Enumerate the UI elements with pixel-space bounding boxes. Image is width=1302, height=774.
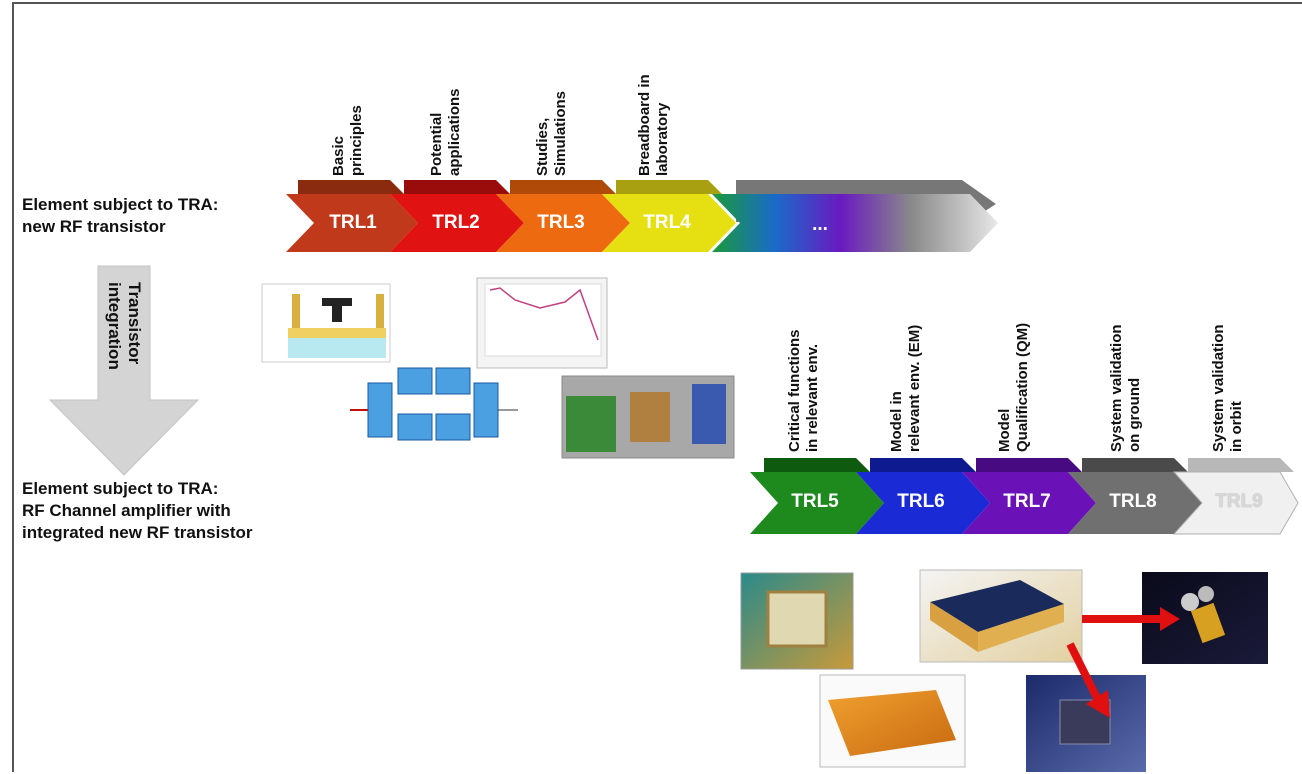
trl1-label: TRL1 [329,212,377,233]
breadboard-photo [561,375,735,459]
caption-line: Potential [428,112,445,176]
ground-validation-photo [1026,675,1146,772]
caption-line: in relevant env. [804,343,821,452]
element-label-amplifier: Element subject to TRA: RF Channel ampli… [22,478,252,544]
caption-line: principles [348,105,365,176]
ellipsis-label: ... [812,214,828,235]
chevron-trl4 [602,180,736,252]
chevron-trl1 [286,180,418,252]
caption-line: System validation [1108,324,1125,452]
chevron-trl9 [1172,458,1299,535]
critical-functions-photo [740,572,854,670]
bottom-chevron-row [750,458,1299,535]
trl3-label: TRL3 [537,212,585,233]
caption-line: Model in [888,391,905,452]
red-arrow-to-ground [1066,642,1110,718]
caption-line: Critical functions [786,329,803,452]
caption-line: Qualification (QM) [1014,322,1031,452]
chevron-trl3 [496,180,630,252]
caption-line: Breadboard in [636,74,653,176]
trl9-caption: System validation in orbit [1210,324,1246,452]
trl2-caption: Potential applications [428,88,464,176]
caption-line: Simulations [552,90,569,176]
trl4-label: TRL4 [643,212,691,233]
caption-line: relevant env. (EM) [906,324,923,452]
trl6-caption: Model in relevant env. (EM) [888,325,924,452]
transistor-cross-section-image [261,283,391,363]
caption-line: Model [996,408,1013,452]
integration-arrow-label: Transistor integration [105,282,150,412]
element-label-line: new RF transistor [22,217,166,236]
chevron-trl7 [962,458,1096,534]
block-diagram-image [350,367,518,441]
trl8-caption: System validation on ground [1108,324,1144,452]
trl1-caption: Basic principles [330,105,366,176]
diagram-frame [12,2,1302,772]
trl2-label: TRL2 [432,212,480,233]
element-label-line: RF Channel amplifier with [22,501,231,520]
integration-label-line: integration [105,282,124,370]
trl7-label: TRL7 [1003,491,1051,512]
caption-line: Studies, [534,117,551,176]
measurement-plot-image [476,277,608,369]
chevron-trl2 [390,180,524,252]
caption-line: applications [446,88,463,176]
qualification-model-photo [919,569,1083,663]
chevron-gradient-ellipsis [712,180,998,252]
chevron-trl6 [856,458,990,534]
caption-line: on ground [1126,377,1143,452]
trl7-caption: Model Qualification (QM) [996,323,1032,452]
element-label-transistor: Element subject to TRA: new RF transisto… [22,194,218,238]
element-label-line: Element subject to TRA: [22,195,219,214]
integration-arrow [48,265,200,476]
caption-line: System validation [1210,324,1227,452]
trl6-label: TRL6 [897,491,945,512]
caption-line: in orbit [1228,401,1245,452]
red-arrow-to-orbit [1082,607,1180,631]
trl9-label: TRL9 [1215,491,1263,512]
trl4-caption: Breadboard in laboratory [636,74,672,176]
caption-line: Basic [330,135,347,176]
trl5-label: TRL5 [791,491,839,512]
element-label-line: integrated new RF transistor [22,523,253,542]
element-label-line: Element subject to TRA: [22,479,219,498]
caption-line: laboratory [654,102,671,176]
trl8-label: TRL8 [1109,491,1157,512]
chevron-trl8 [1068,458,1202,534]
top-chevron-row [286,180,998,252]
trl3-caption: Studies, Simulations [534,91,570,176]
trl5-caption: Critical functions in relevant env. [786,329,822,452]
integration-label-line: Transistor [125,282,144,365]
engineering-model-photo [819,674,966,768]
chevron-trl5 [750,458,884,534]
